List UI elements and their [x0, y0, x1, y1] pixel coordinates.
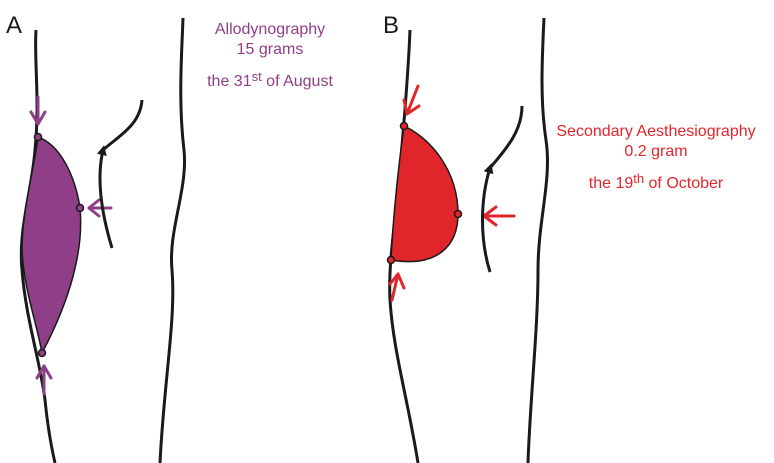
panel-a-title: Allodynography	[185, 20, 355, 40]
panel-a-point-right	[77, 205, 84, 212]
panel-a	[21, 18, 184, 463]
stimulus-arrow-icon	[484, 207, 514, 225]
tracing-direction-arrow-tail	[103, 100, 142, 150]
panel-b-letter: B	[383, 12, 399, 40]
panel-b	[388, 18, 548, 463]
panel-b-point-right	[455, 211, 462, 218]
panel-b-limb-right-outline	[528, 18, 547, 463]
panel-a-date-prefix: the 31	[207, 73, 251, 90]
stimulus-arrow-icon	[31, 97, 45, 124]
panel-b-date: the 19th of October	[548, 174, 764, 194]
panel-b-point-bottom	[388, 257, 395, 264]
panel-a-value: 15 grams	[185, 40, 355, 60]
stimulus-arrow-icon	[390, 274, 404, 300]
panel-b-value: 0.2 gram	[548, 142, 764, 162]
panel-a-letter: A	[6, 12, 22, 40]
panel-a-date-suffix: of August	[262, 73, 333, 90]
panel-a-caption: Allodynography 15 grams the 31st of Augu…	[185, 20, 355, 92]
panel-a-limb-right-outline	[160, 18, 185, 463]
panel-b-date-suffix: of October	[644, 175, 723, 192]
panel-b-date-superscript: th	[633, 171, 644, 186]
stimulus-arrow-icon	[89, 200, 111, 216]
panel-a-point-bottom	[39, 350, 46, 357]
tracing-direction-arrow-tail	[490, 106, 522, 168]
panel-b-date-prefix: the 19	[589, 175, 633, 192]
panel-a-date: the 31st of August	[185, 72, 355, 92]
aesthesia-territory-shape	[391, 126, 458, 262]
panel-b-point-top	[401, 123, 408, 130]
tracing-direction-arrow-icon	[100, 150, 112, 248]
panel-b-title: Secondary Aesthesiography	[548, 122, 764, 142]
panel-a-date-superscript: st	[252, 69, 262, 84]
panel-b-caption: Secondary Aesthesiography 0.2 gram the 1…	[548, 122, 764, 194]
panel-a-point-top	[35, 134, 42, 141]
